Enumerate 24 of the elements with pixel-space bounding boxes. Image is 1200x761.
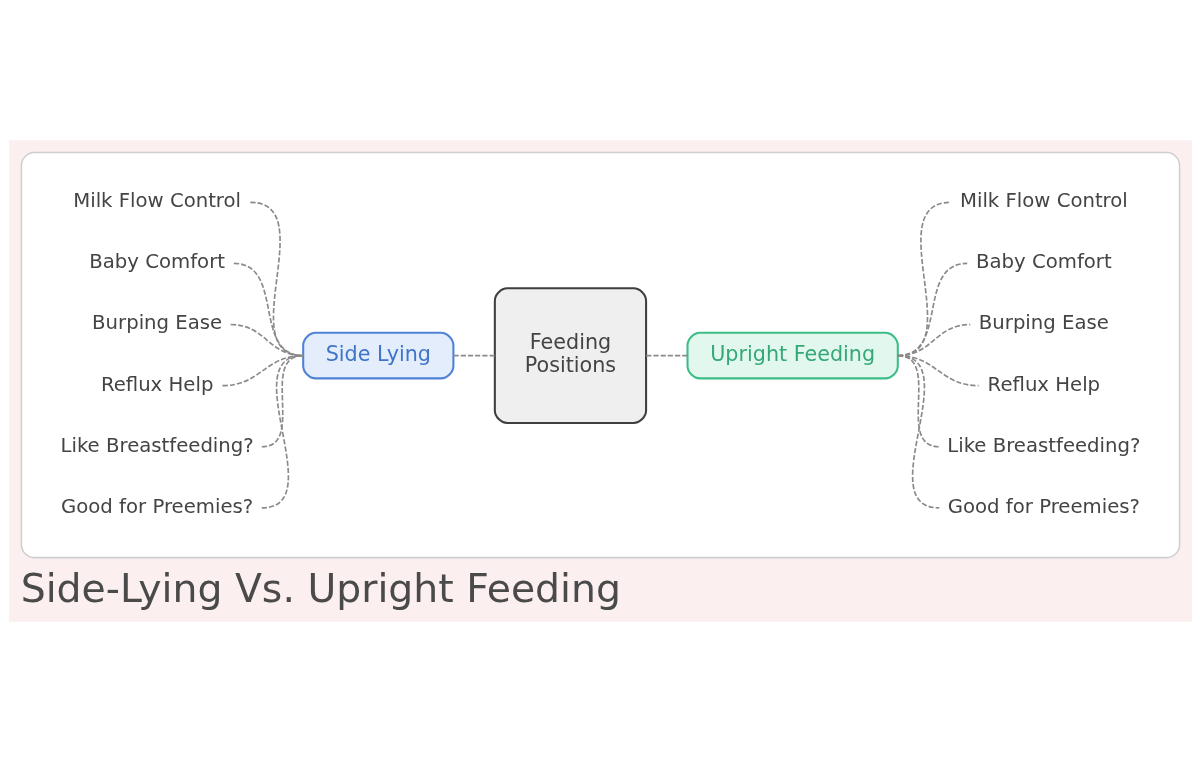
node-text: Burping Ease xyxy=(978,310,1109,334)
connector xyxy=(896,354,940,448)
connector xyxy=(452,354,496,356)
node-text: Reflux Help xyxy=(100,372,213,396)
diagram-title: Side-Lying Vs. Upright Feeding xyxy=(20,564,621,611)
connector xyxy=(260,354,304,448)
node-text: Like Breastfeeding? xyxy=(60,433,254,457)
node-box: Upright Feeding xyxy=(686,331,899,379)
node-text: Good for Preemies? xyxy=(947,494,1140,518)
connector xyxy=(896,201,951,356)
connector xyxy=(260,354,304,509)
node-text: Milk Flow Control xyxy=(72,188,241,212)
node-text: Baby Comfort xyxy=(88,249,225,273)
node-box: Feeding Positions xyxy=(493,286,647,424)
node-text: Like Breastfeeding? xyxy=(946,433,1140,457)
node-box: Side Lying xyxy=(301,331,454,379)
node-text: Baby Comfort xyxy=(975,249,1112,273)
connector xyxy=(896,354,940,509)
node-text: Good for Preemies? xyxy=(60,494,253,518)
node-text: Burping Ease xyxy=(91,310,222,334)
node-text: Milk Flow Control xyxy=(959,188,1128,212)
connector xyxy=(644,354,688,356)
node-text: Reflux Help xyxy=(987,372,1100,396)
cluster xyxy=(20,151,1180,558)
